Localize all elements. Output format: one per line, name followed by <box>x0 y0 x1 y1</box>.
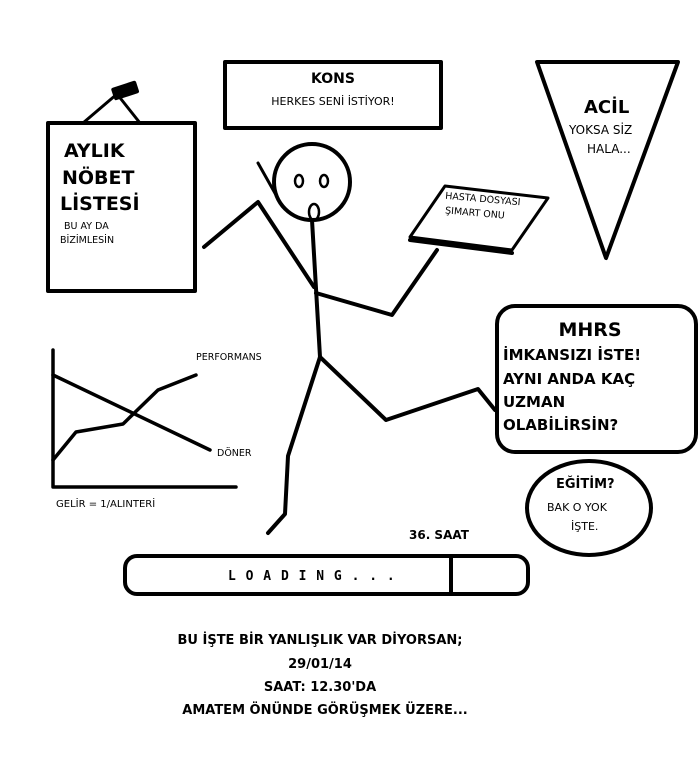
kons-title: KONS <box>311 71 355 87</box>
footer-line1: BU İŞTE BİR YANLIŞLIK VAR DİYORSAN; <box>177 633 463 648</box>
footer-line2: 29/01/14 <box>288 657 352 672</box>
stick-figure-left-leg <box>266 355 322 535</box>
stick-figure-body <box>310 218 322 359</box>
graph-gelir-label: GELİR = 1/ALINTERİ <box>56 499 156 510</box>
footer-line3: SAAT: 12.30'DA <box>263 680 377 695</box>
egitim-ellipse <box>525 459 653 557</box>
graph-doner-label: DÖNER <box>217 448 252 459</box>
loading-bar <box>123 554 530 596</box>
hasta-dosyasi-folder <box>408 184 550 252</box>
acil-line2: HALA... <box>587 142 631 156</box>
stick-figure-right-arm <box>314 248 439 317</box>
nobet-listesi-board <box>46 121 197 293</box>
mhrs-line2: AYNI ANDA KAÇ <box>503 370 636 388</box>
loading-text: L O A D I N G . . . <box>228 569 396 584</box>
egitim-line3: İŞTE. <box>571 520 599 533</box>
graph-axes <box>51 348 238 489</box>
kons-subtitle: HERKES SENİ İSTİYOR! <box>271 95 395 108</box>
nobet-line2: NÖBET <box>62 167 135 189</box>
stick-figure-head <box>272 142 352 222</box>
graph-performans-label: PERFORMANS <box>196 352 262 363</box>
mhrs-title: MHRS <box>558 319 622 341</box>
doner-line <box>51 373 212 452</box>
nobet-line5: BİZİMLESİN <box>60 235 115 246</box>
mhrs-box <box>495 304 698 454</box>
stick-figure-right-leg <box>318 355 497 422</box>
acil-title: ACİL <box>584 97 630 118</box>
egitim-line2: BAK O YOK <box>547 501 607 514</box>
mhrs-line3: UZMAN <box>503 393 566 411</box>
egitim-line1: EĞİTİM? <box>556 477 615 492</box>
stick-figure-left-arm <box>202 200 316 289</box>
kons-box <box>223 60 443 130</box>
acil-triangle <box>535 60 680 260</box>
loading-hours: 36. SAAT <box>409 528 469 542</box>
nobet-line4: BU AY DA <box>64 221 109 232</box>
mhrs-line1: İMKANSIZI İSTE! <box>503 346 642 364</box>
nobet-line1: AYLIK <box>64 140 125 162</box>
mhrs-line4: OLABİLİRSİN? <box>503 416 619 434</box>
nobet-line3: LİSTESİ <box>60 193 140 215</box>
performans-line <box>51 373 198 462</box>
footer-line4: AMATEM ÖNÜNDE GÖRÜŞMEK ÜZERE... <box>182 703 468 718</box>
acil-line1: YOKSA SİZ <box>569 123 633 137</box>
